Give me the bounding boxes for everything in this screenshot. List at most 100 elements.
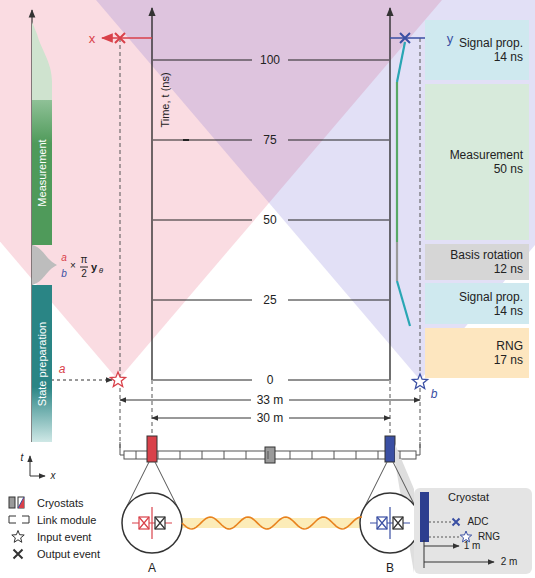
measurement-band: Measurement: [32, 100, 52, 245]
legend-symbol-part: [9, 497, 15, 508]
inset-part: [429, 537, 460, 538]
legend-symbol-part: [18, 497, 24, 508]
pulse-label: ×: [70, 261, 76, 271]
axis-label: x: [89, 32, 96, 45]
art-line: [420, 38, 421, 450]
art-rect: [377, 517, 387, 529]
art-line: [30, 476, 45, 477]
event-label: a: [59, 363, 66, 375]
node-name: A: [148, 562, 156, 574]
legend-symbol: [6, 512, 32, 527]
art-line: [290, 451, 291, 459]
art-line: [288, 300, 389, 301]
microwave-link: [182, 517, 362, 529]
art-line: [102, 37, 152, 39]
art-line: [389, 8, 390, 380]
node-name: B: [386, 562, 394, 574]
art-line: [378, 451, 379, 459]
art-line: [158, 451, 159, 459]
phase-box: Basis rotation12 ns: [425, 244, 529, 280]
art-path: [377, 517, 387, 529]
art-rect: [147, 436, 157, 462]
phase-box: Measurement50 ns: [425, 84, 529, 240]
inset-part: [429, 522, 452, 523]
art-line: [153, 140, 252, 141]
guide-lines: [120, 38, 420, 450]
legend-row: Cryostats: [6, 494, 100, 511]
art-line: [312, 451, 313, 459]
node-text: Basis rotation: [450, 248, 523, 262]
node-text: 17 ns: [494, 353, 523, 367]
space-axes: [102, 38, 440, 39]
art-line: [356, 451, 357, 459]
time-axes: [152, 8, 390, 380]
art-line: [268, 451, 269, 459]
event-label: b: [431, 388, 438, 400]
art-line: [288, 220, 389, 221]
legend-row: Link module: [6, 511, 100, 528]
node-text: Measurement: [450, 148, 523, 162]
part-name: ADC: [467, 517, 488, 527]
art-line: [288, 60, 389, 61]
art-path: [393, 517, 403, 529]
left-timeline: [30, 10, 112, 476]
dimension-label: 30 m: [257, 412, 284, 424]
tick-label: 25: [263, 294, 276, 306]
art-line: [246, 451, 247, 459]
art-line: [153, 300, 252, 301]
pulse-label: y: [91, 262, 97, 273]
art-line: [151, 8, 152, 380]
art-line: [152, 380, 153, 436]
art-line: [397, 42, 405, 82]
art-line: [288, 140, 389, 141]
phase-trace: [397, 42, 410, 326]
legend-text: Output event: [37, 548, 100, 560]
dimension-label: 2 m: [501, 557, 518, 567]
art-line: [30, 456, 31, 476]
output-event: [115, 33, 125, 43]
dimension-label: 33 m: [257, 394, 284, 406]
node-text: 14 ns: [494, 304, 523, 318]
legend-symbol-part: [18, 497, 24, 508]
legend-symbol-part: [9, 516, 29, 523]
node-text: State preparation: [36, 321, 48, 405]
light-cones: [0, 0, 535, 380]
tick-label: 75: [263, 134, 276, 146]
legend-text: Cryostats: [37, 497, 83, 509]
inset-part: [424, 546, 459, 547]
art-rect: [393, 517, 403, 529]
node-text: Signal prop.: [459, 290, 523, 304]
axis-label: y: [447, 32, 454, 45]
tick-label: 0: [267, 374, 274, 386]
node-text: Signal prop.: [459, 36, 523, 50]
art-path: [32, 22, 52, 100]
art-line: [289, 400, 420, 401]
node-text: Measurement: [36, 139, 48, 206]
link-chain: [120, 436, 420, 573]
legend-row: Output event: [6, 545, 100, 562]
art-line: [334, 451, 335, 459]
pulse-label: a: [61, 253, 67, 263]
art-line: [153, 380, 252, 381]
art-line: [183, 139, 189, 141]
art-line: [120, 400, 251, 401]
legend-text: Input event: [37, 531, 91, 543]
art-circle: [360, 493, 420, 553]
art-line: [120, 38, 121, 450]
pulse-label: 2: [81, 269, 87, 279]
art-polygon: [96, 0, 535, 380]
art-circle: [122, 493, 182, 553]
art-line: [396, 82, 398, 242]
axis-label: x: [51, 471, 56, 481]
art-line: [396, 242, 398, 281]
art-line: [80, 267, 88, 268]
legend-row: Input event: [6, 528, 100, 545]
art-line: [400, 451, 401, 459]
phase-box: RNG17 ns: [425, 328, 529, 378]
node-text: 14 ns: [494, 50, 523, 64]
pulse-label: π: [81, 255, 88, 265]
axis-label: t: [21, 453, 24, 463]
legend-symbol-part: [14, 550, 23, 559]
node-text: 50 ns: [494, 162, 523, 176]
